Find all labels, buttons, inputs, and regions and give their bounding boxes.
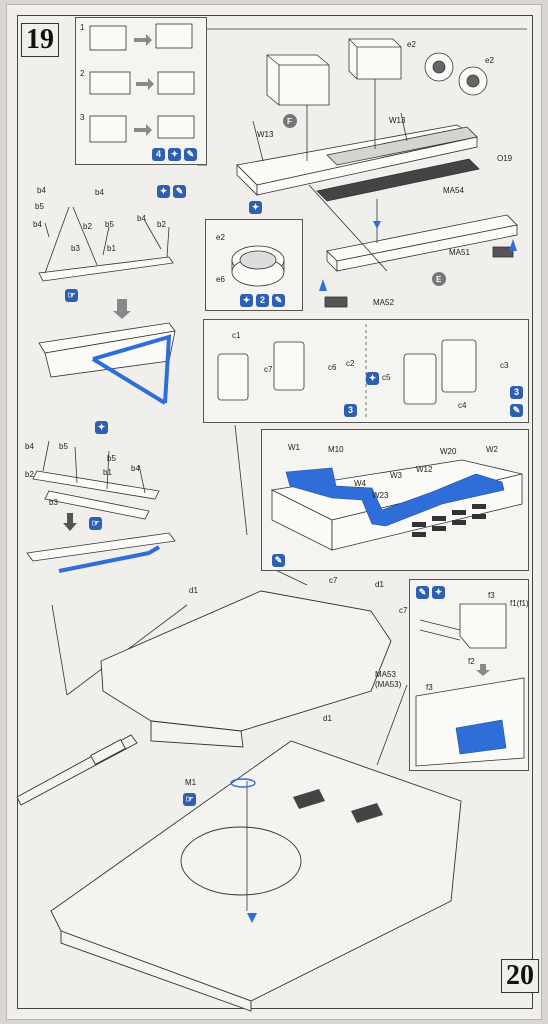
badge-e bbox=[432, 272, 446, 286]
step-number-current: 19 bbox=[21, 23, 59, 57]
brush-icon: ✎ bbox=[272, 554, 285, 567]
step-number-next: 20 bbox=[501, 959, 539, 993]
label-f3a: f3 bbox=[488, 591, 495, 600]
label-b: b4 bbox=[25, 442, 34, 451]
label-c4: c4 bbox=[458, 401, 467, 410]
brush-icon: ✎ bbox=[173, 185, 186, 198]
label-b: b4 bbox=[95, 188, 104, 197]
label-w3: W3 bbox=[390, 471, 403, 480]
label-o19: O19 bbox=[497, 154, 513, 163]
repeat-icon: 2 bbox=[256, 294, 269, 307]
label-w4: W4 bbox=[354, 479, 367, 488]
label-c3: c3 bbox=[500, 361, 509, 370]
glue-icon: ✦ bbox=[249, 201, 262, 214]
label-w13a: W13 bbox=[257, 130, 274, 139]
hand-icon: ☞ bbox=[183, 793, 196, 806]
label-d1a: d1 bbox=[189, 586, 198, 595]
label-e2: e2 bbox=[216, 233, 225, 242]
brush-icon: ✎ bbox=[184, 148, 197, 161]
label-b: b1 bbox=[103, 468, 112, 477]
label-b: b3 bbox=[49, 498, 58, 507]
label-f3b: f3 bbox=[426, 683, 433, 692]
step-frame bbox=[17, 15, 533, 1009]
label-e2a: e2 bbox=[407, 40, 416, 49]
label-c2: c2 bbox=[346, 359, 355, 368]
label-ma53b: (MA53) bbox=[375, 680, 402, 689]
svg-text:1: 1 bbox=[80, 23, 85, 32]
svg-text:2: 2 bbox=[80, 69, 85, 78]
hand-icon: ☞ bbox=[65, 289, 78, 302]
brush-icon: ✎ bbox=[416, 586, 429, 599]
repeat-icon: 3 bbox=[344, 404, 357, 417]
panel-box-sequence: 1 2 3 4 ✦ ✎ bbox=[75, 17, 207, 165]
label-c7b: c7 bbox=[399, 606, 408, 615]
svg-text:3: 3 bbox=[80, 113, 85, 122]
label-b: b5 bbox=[107, 454, 116, 463]
label-d1c: d1 bbox=[323, 714, 332, 723]
label-e2b: e2 bbox=[485, 56, 494, 65]
panel-bracket-left: b4 b4 b5 b2 b4 b3 b5 b1 b4 b2 ✦ ✎ ☞ bbox=[19, 177, 195, 421]
badge-f-label: F bbox=[287, 117, 292, 126]
upper-rack-assembly: e2 e2 W13 W13 O19 MA54 MA51 MA52 F E ✦ bbox=[217, 25, 527, 315]
label-w1: W1 bbox=[288, 443, 301, 452]
label-c7a: c7 bbox=[329, 576, 338, 585]
glue-icon: ✦ bbox=[95, 421, 108, 434]
label-m1: M1 bbox=[185, 778, 197, 787]
label-ma51: MA51 bbox=[449, 248, 470, 257]
label-d1b: d1 bbox=[375, 580, 384, 589]
label-w12: W12 bbox=[416, 465, 433, 474]
label-m10: M10 bbox=[328, 445, 344, 454]
repeat-icon: 4 bbox=[152, 148, 165, 161]
label-b: b2 bbox=[157, 220, 166, 229]
label-w23: W23 bbox=[372, 491, 389, 500]
glue-icon: ✦ bbox=[168, 148, 181, 161]
label-b: b4 bbox=[33, 220, 42, 229]
label-ma54: MA54 bbox=[443, 186, 464, 195]
panel-flap: f3 f1(f1) f2 f3 ✎ ✦ bbox=[409, 579, 529, 771]
label-b: b2 bbox=[25, 470, 34, 479]
label-e6: e6 bbox=[216, 275, 225, 284]
label-b: b3 bbox=[71, 244, 80, 253]
label-b: b5 bbox=[59, 442, 68, 451]
label-w2: W2 bbox=[486, 445, 499, 454]
label-ma52: MA52 bbox=[373, 298, 394, 307]
brush-icon: ✎ bbox=[510, 404, 523, 417]
brush-icon: ✎ bbox=[272, 294, 285, 307]
hand-icon: ☞ bbox=[89, 517, 102, 530]
label-b: b4 bbox=[131, 464, 140, 473]
glue-icon: ✦ bbox=[240, 294, 253, 307]
label-ma53: MA53 bbox=[375, 670, 396, 679]
label-c5: c5 bbox=[382, 373, 391, 382]
glue-icon: ✦ bbox=[157, 185, 170, 198]
panel-bracket-left-2: b4 b5 b5 b2 b1 b4 b3 ✦ ☞ bbox=[19, 421, 195, 607]
label-c6: c6 bbox=[328, 363, 337, 372]
glue-icon: ✦ bbox=[432, 586, 445, 599]
panel-jerry-cans: c1 c7 c6 c2 c5 c4 c3 ✦ 3 3 ✎ bbox=[203, 319, 529, 423]
panel-net: W1 M10 W20 W2 W3 W12 W4 W23 ✎ bbox=[261, 429, 529, 571]
label-w20: W20 bbox=[440, 447, 457, 456]
badge-f bbox=[283, 114, 297, 128]
panel-drum: e2 e6 ✦ 2 ✎ bbox=[205, 219, 303, 311]
main-tank-assembly: d1 c7 d1 c7 MA53 (MA53) d1 M1 ☞ bbox=[11, 571, 462, 1012]
badge-e-label: E bbox=[436, 275, 442, 284]
instruction-sheet: 19 20 bbox=[6, 4, 542, 1020]
glue-icon: ✦ bbox=[366, 372, 379, 385]
label-f2: f2 bbox=[468, 657, 475, 666]
label-b: b1 bbox=[107, 244, 116, 253]
label-b: b2 bbox=[83, 222, 92, 231]
label-f1: f1(f1) bbox=[510, 599, 529, 608]
label-b: b4 bbox=[137, 214, 146, 223]
label-b: b5 bbox=[35, 202, 44, 211]
label-b: b4 bbox=[37, 186, 46, 195]
label-w13b: W13 bbox=[389, 116, 406, 125]
repeat-icon: 3 bbox=[510, 386, 523, 399]
label-c7: c7 bbox=[264, 365, 273, 374]
label-b: b5 bbox=[105, 220, 114, 229]
label-c1: c1 bbox=[232, 331, 241, 340]
